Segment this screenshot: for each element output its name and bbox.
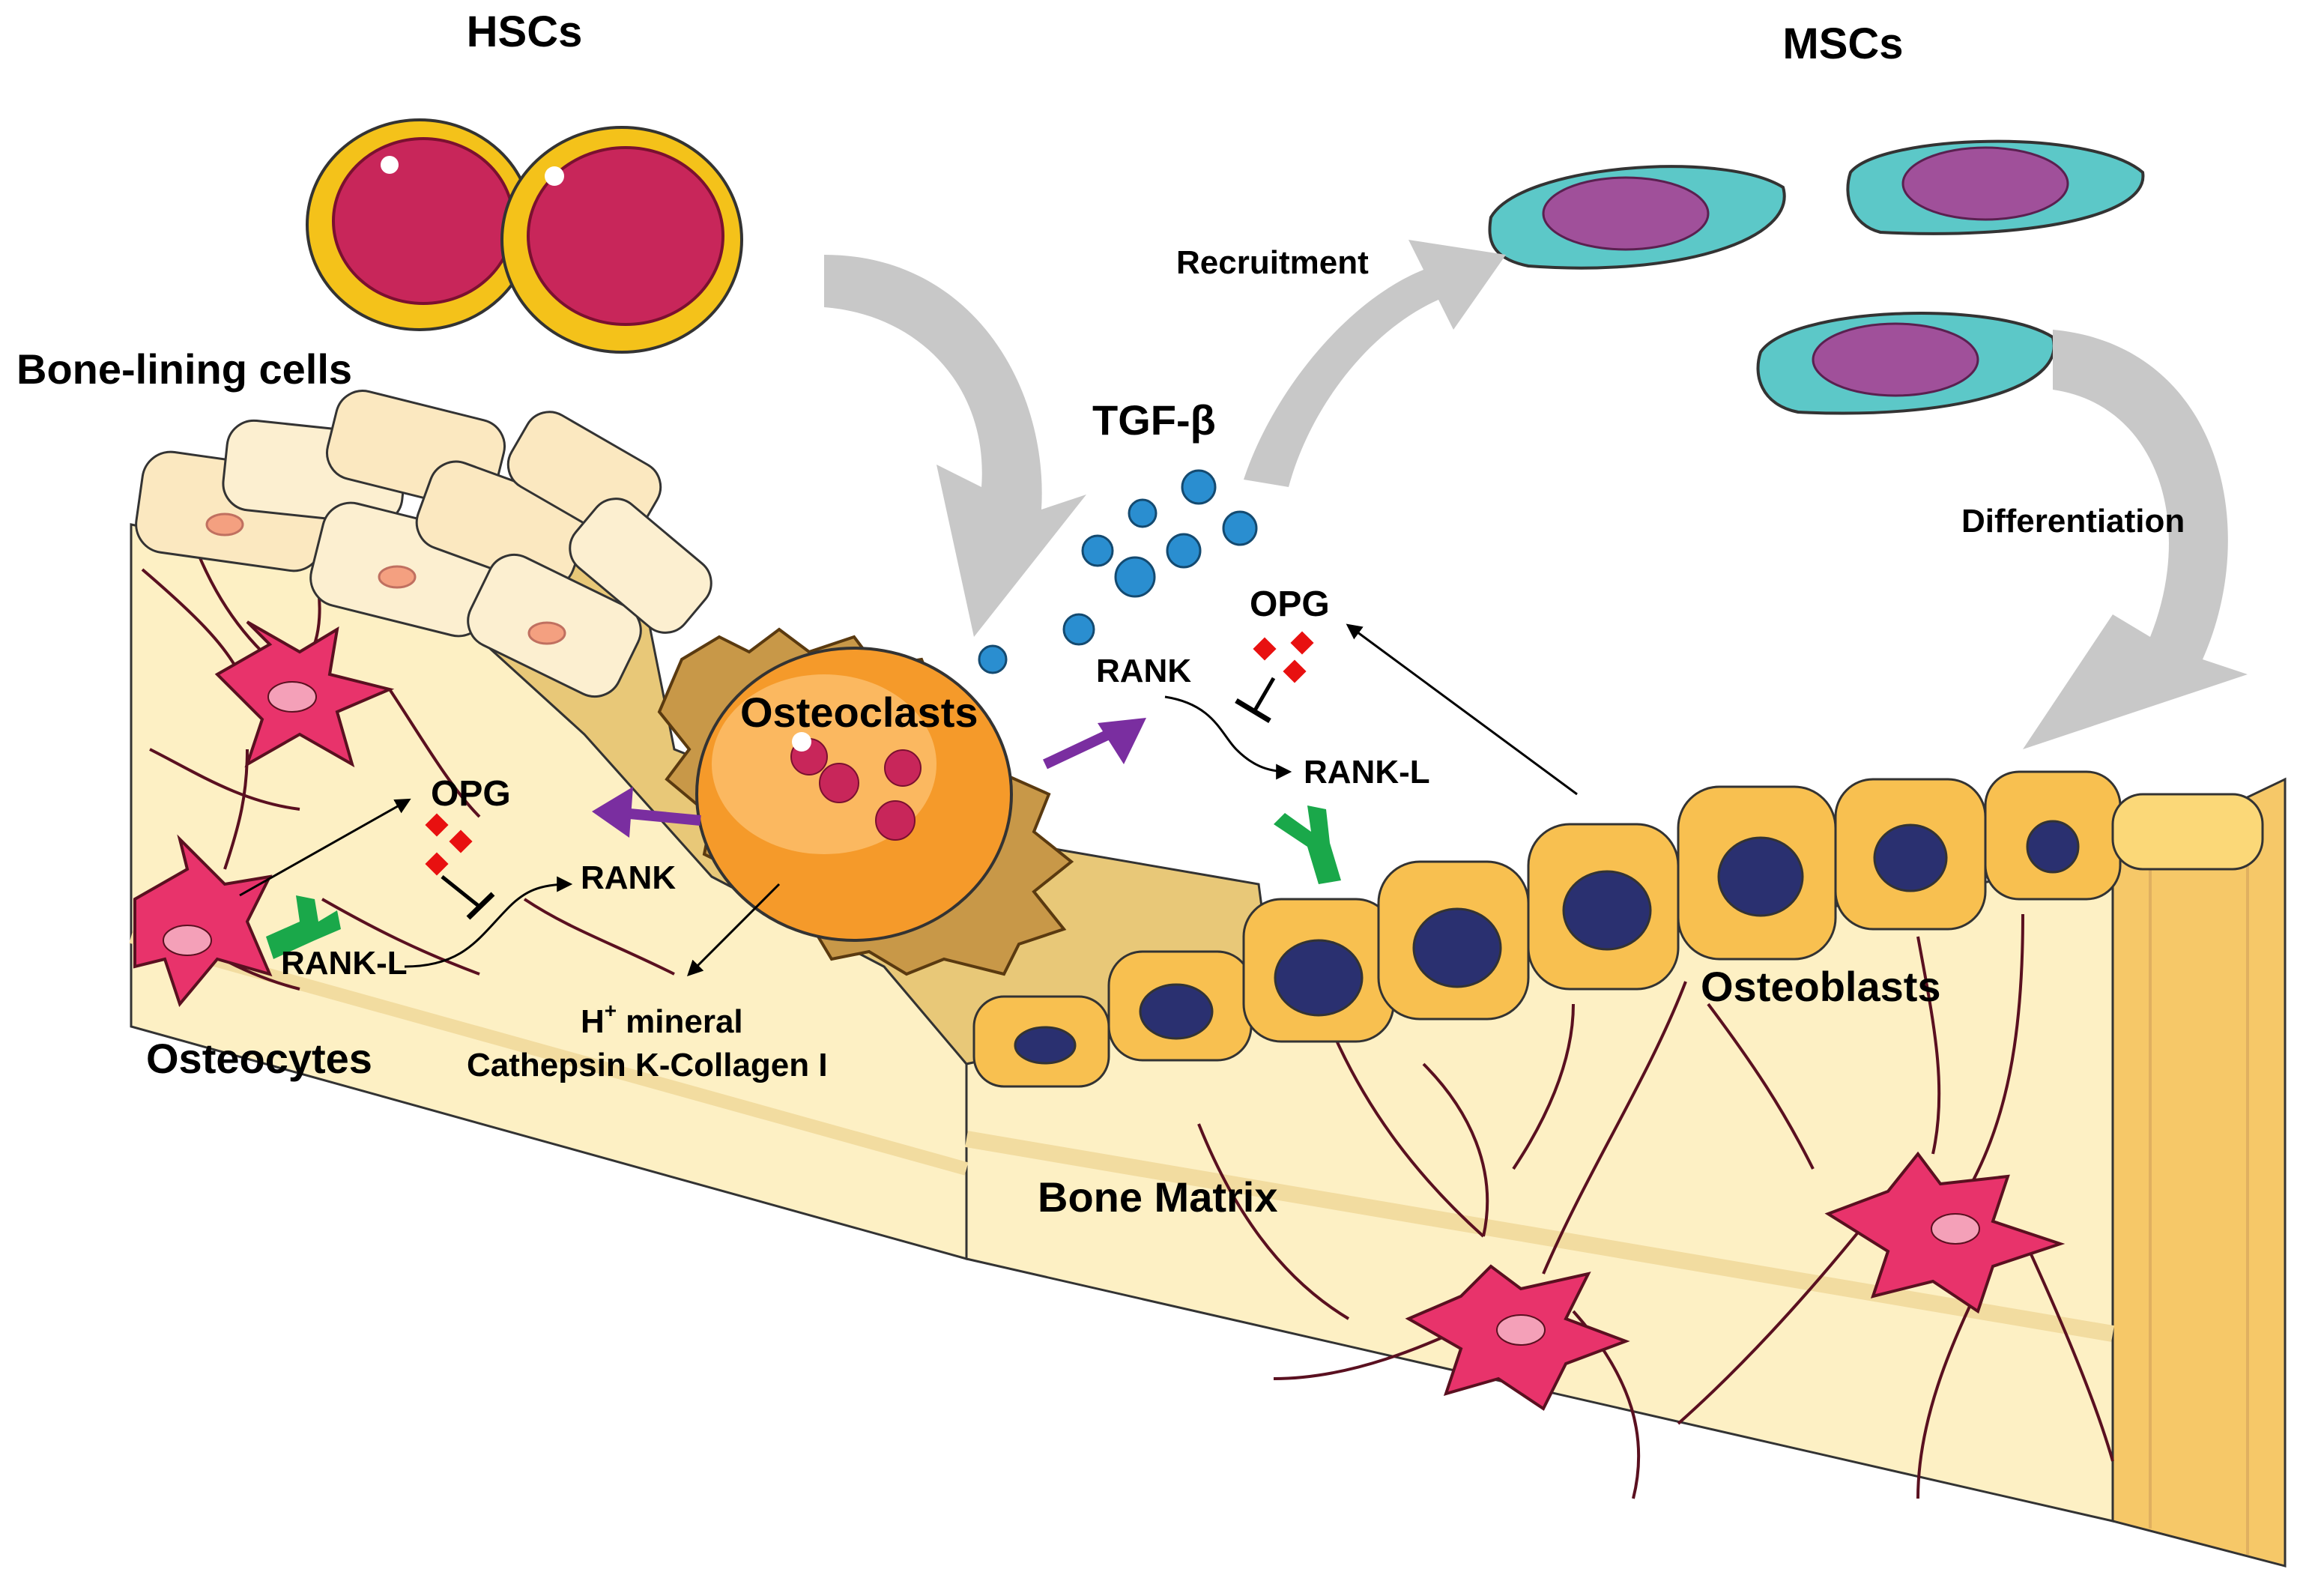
signaling-left: [239, 798, 781, 976]
h-mineral-label: H+ mineral: [581, 999, 743, 1040]
mineral-text: mineral: [626, 1003, 743, 1040]
opg-molecule-right-1: [1253, 637, 1277, 661]
rankl-label-left: RANK-L: [281, 945, 408, 982]
bone-side-face: [2111, 777, 2287, 1568]
osteoclasts-label: Osteoclasts: [740, 689, 978, 736]
msc-cell-3: [1756, 311, 2056, 415]
bone-lining-cells: [135, 390, 712, 698]
rank-label-left: RANK: [581, 859, 676, 896]
tgf-beta-molecules: [978, 469, 1258, 674]
h-superscript: +: [605, 999, 617, 1022]
tgf-beta-label: TGF-β: [1092, 396, 1216, 444]
hscs-label: HSCs: [467, 7, 583, 56]
rankl-receptor-left: [266, 895, 341, 959]
h-ion: H: [581, 1003, 605, 1040]
hsc-cell-left: [306, 118, 533, 331]
differentiation-arrow: [2023, 330, 2248, 749]
differentiation-label: Differentiation: [1961, 503, 2185, 539]
opg-molecule-right-3: [1283, 659, 1307, 683]
recruitment-arrow: [1244, 240, 1506, 487]
hsc-cell-right: [500, 126, 743, 354]
cathepsin-label: Cathepsin K-Collagen I: [467, 1047, 828, 1083]
flow-arrows: [824, 240, 2248, 749]
osteocyte-left-lower: [133, 834, 273, 1008]
osteoblasts-label: Osteoblasts: [1701, 963, 1941, 1010]
osteocyte-bottom-middle: [1405, 1264, 1630, 1411]
bone-lining-cells-label: Bone-lining cells: [16, 345, 352, 393]
recruitment-label: Recruitment: [1176, 244, 1369, 281]
osteocyte-bottom-right: [1824, 1151, 2066, 1314]
msc-cell-1: [1488, 165, 1786, 270]
opg-label-right: OPG: [1250, 584, 1330, 624]
purple-arrows: [592, 718, 1146, 838]
osteocytes-label: Osteocytes: [146, 1035, 372, 1082]
labels: HSCs MSCs Bone-lining cells TGF-β Recrui…: [16, 7, 2185, 1221]
osteoclast: [657, 627, 1074, 976]
opg-molecule-right-2: [1290, 631, 1314, 655]
rankl-receptor-right: [1274, 805, 1341, 884]
rankl-label-right: RANK-L: [1304, 754, 1430, 790]
mscs-label: MSCs: [1782, 19, 1903, 68]
osteocyte-left-upper: [214, 620, 395, 768]
opg-label-left: OPG: [431, 774, 511, 814]
bone-matrix-label: Bone Matrix: [1038, 1173, 1278, 1221]
osteoblast-row: [972, 770, 2264, 1088]
rank-label-right: RANK: [1096, 653, 1191, 689]
msc-cell-2: [1846, 139, 2145, 235]
hsc-to-osteoclast-arrow: [824, 255, 1086, 637]
signaling-right: [1164, 623, 1578, 884]
